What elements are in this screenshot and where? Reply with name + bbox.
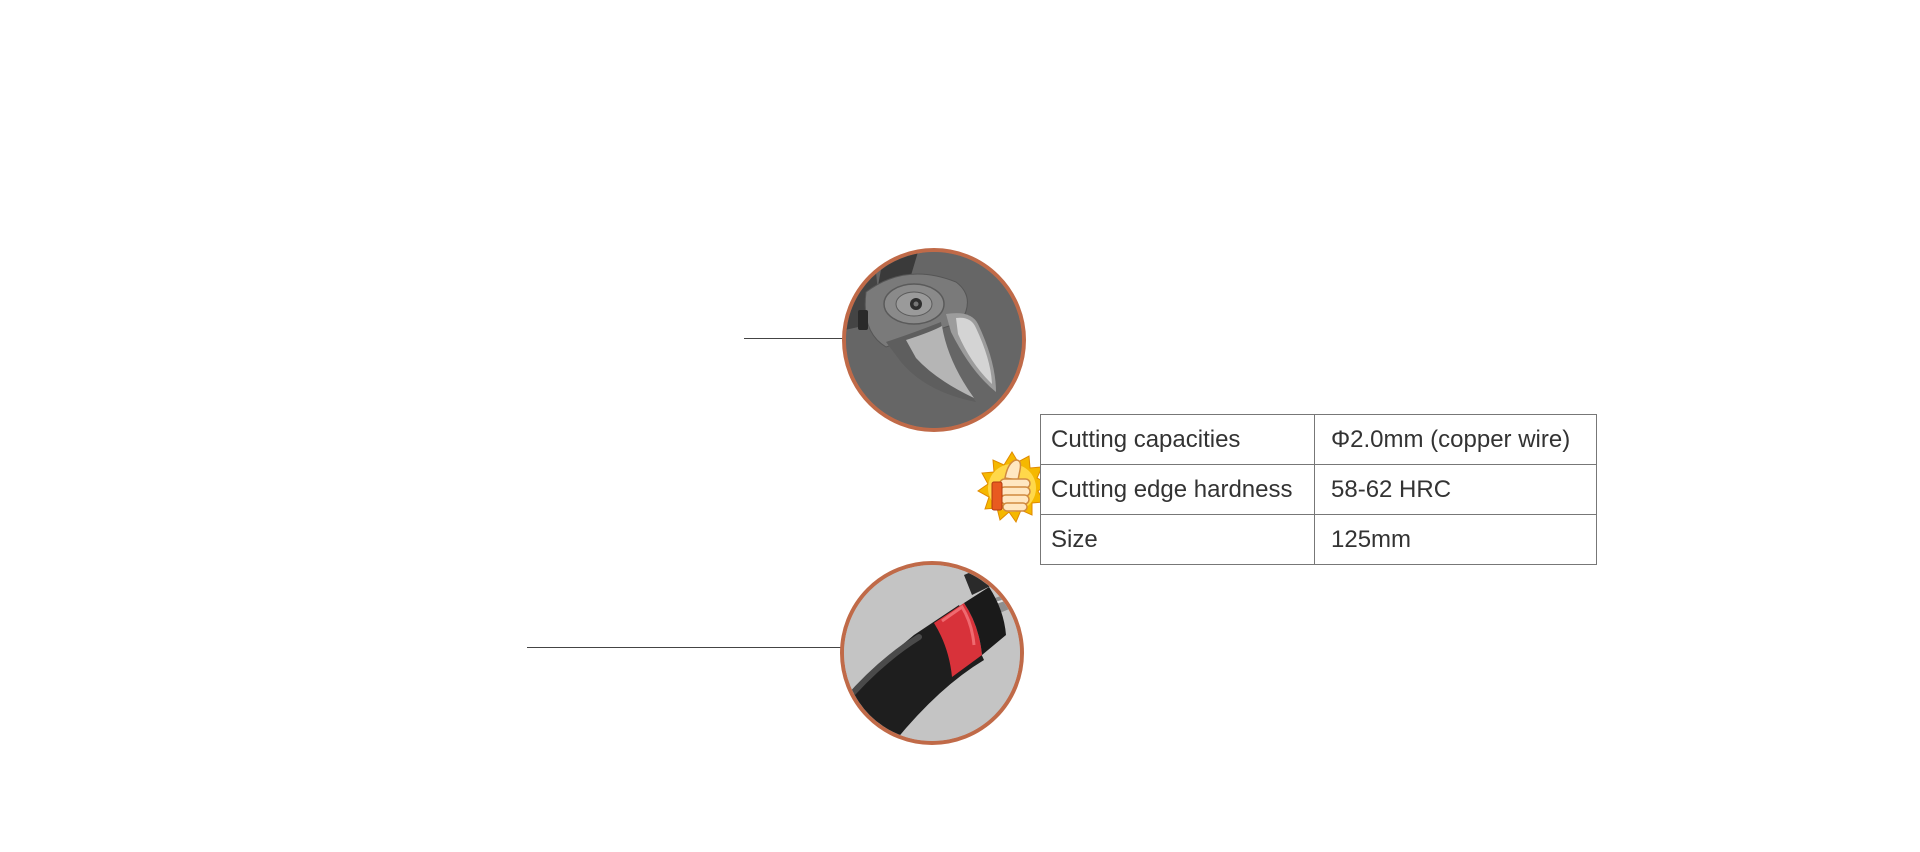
leader-line-top bbox=[744, 338, 845, 339]
spec-label: Cutting edge hardness bbox=[1040, 464, 1315, 515]
spec-table: Cutting capacities Φ2.0mm (copper wire) … bbox=[1040, 414, 1597, 565]
plier-jaw-closeup-image bbox=[842, 248, 1026, 432]
spec-value: 125mm bbox=[1314, 514, 1597, 565]
thumbs-up-icon bbox=[972, 446, 1052, 530]
spec-label: Size bbox=[1040, 514, 1315, 565]
leader-line-bottom bbox=[527, 647, 843, 648]
spec-row-hardness: Cutting edge hardness 58-62 HRC bbox=[1040, 464, 1597, 515]
spec-value: Φ2.0mm (copper wire) bbox=[1314, 414, 1597, 465]
spec-label: Cutting capacities bbox=[1040, 414, 1315, 465]
spec-row-cutting-capacity: Cutting capacities Φ2.0mm (copper wire) bbox=[1040, 414, 1597, 465]
plier-handle-illustration bbox=[844, 565, 1020, 741]
plier-handle-closeup-image bbox=[840, 561, 1024, 745]
spec-value: 58-62 HRC bbox=[1314, 464, 1597, 515]
spec-row-size: Size 125mm bbox=[1040, 514, 1597, 565]
plier-jaw-illustration bbox=[846, 252, 1022, 428]
